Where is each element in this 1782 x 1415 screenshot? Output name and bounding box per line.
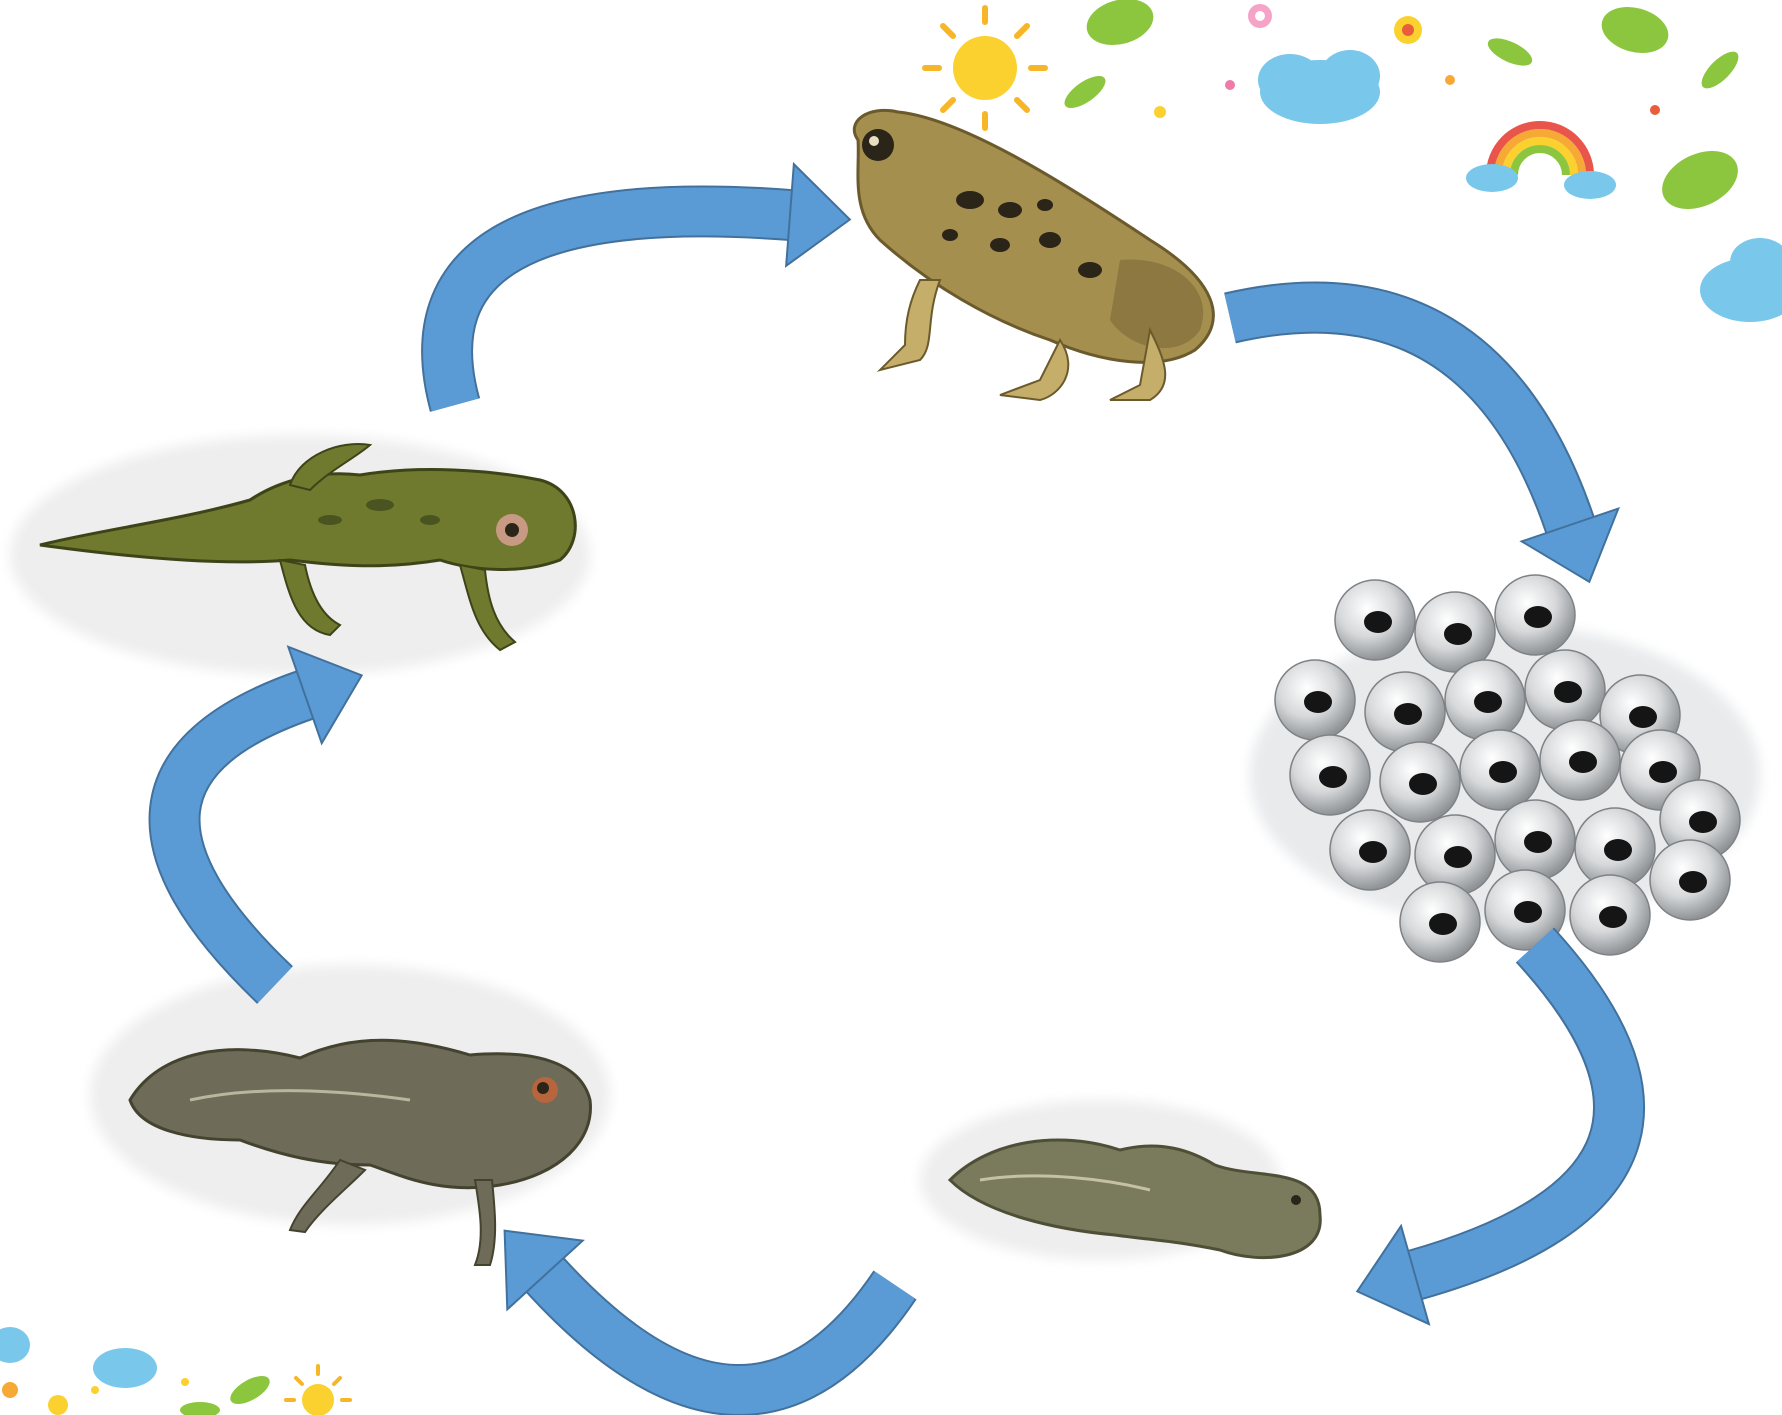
stage-adult-frog — [820, 110, 1220, 420]
egg-embryo — [1689, 811, 1717, 833]
egg-embryo — [1429, 913, 1457, 935]
decoration-bottom-left — [0, 1327, 350, 1415]
egg-embryo — [1444, 623, 1472, 645]
sun-icon — [286, 1366, 350, 1415]
egg-embryo — [1599, 906, 1627, 928]
arrow-tadpole-to-legs — [505, 1231, 895, 1390]
egg-embryo — [1319, 766, 1347, 788]
egg-embryo — [1304, 691, 1332, 713]
stage-frog-spawn — [1250, 575, 1780, 962]
flower-icon — [2, 1382, 68, 1415]
egg-embryo — [1394, 703, 1422, 725]
cloud-icon — [0, 1327, 157, 1388]
stage-tadpole — [920, 1100, 1320, 1260]
flower-icon — [1248, 4, 1422, 44]
arrow-legs-to-froglet — [175, 647, 362, 985]
egg-embryo — [1569, 751, 1597, 773]
sun-icon — [925, 8, 1045, 128]
egg-embryo — [1649, 761, 1677, 783]
egg-embryo — [1524, 831, 1552, 853]
dot-icon — [1154, 75, 1660, 118]
leaf-icon — [180, 1370, 274, 1415]
egg-embryo — [1364, 611, 1392, 633]
egg-embryo — [1604, 839, 1632, 861]
egg-embryo — [1629, 706, 1657, 728]
egg-embryo — [1474, 691, 1502, 713]
egg-embryo — [1514, 901, 1542, 923]
egg-embryo — [1554, 681, 1582, 703]
egg-embryo — [1444, 846, 1472, 868]
egg-embryo — [1679, 871, 1707, 893]
arrow-frog-to-spawn — [1230, 308, 1618, 582]
arrow-froglet-to-frog — [447, 164, 850, 405]
arrow-spawn-to-tadpole — [1357, 945, 1619, 1324]
egg-embryo — [1359, 841, 1387, 863]
egg-embryo — [1524, 606, 1552, 628]
egg-embryo — [1409, 773, 1437, 795]
stage-tadpole-with-legs — [90, 965, 610, 1265]
egg-embryo — [1489, 761, 1517, 783]
